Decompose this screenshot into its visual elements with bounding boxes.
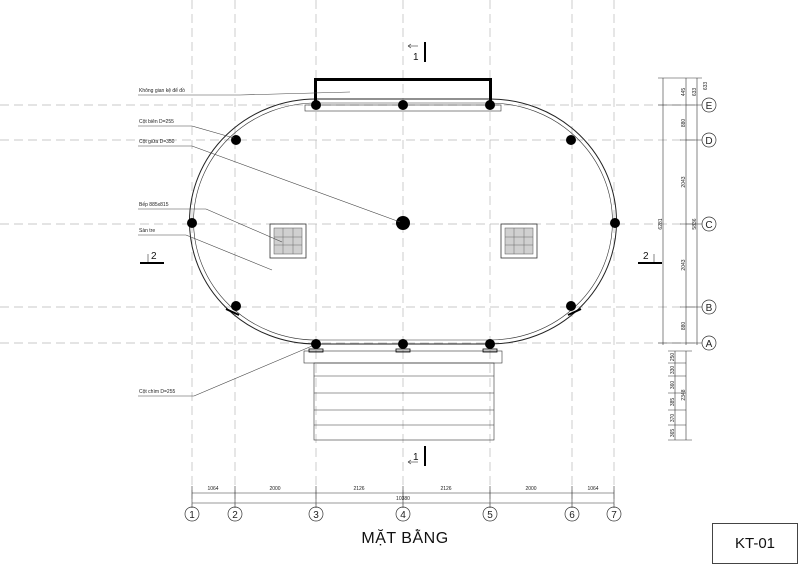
- column: [485, 100, 495, 110]
- column: [187, 218, 197, 228]
- entrance-platform: [303, 350, 503, 441]
- sheet-code: KT-01: [734, 535, 776, 552]
- svg-text:370: 370: [670, 414, 676, 423]
- svg-text:2: 2: [643, 251, 649, 262]
- svg-text:2000: 2000: [269, 486, 280, 492]
- svg-text:360: 360: [670, 381, 676, 390]
- svg-text:880: 880: [681, 322, 687, 331]
- horizontal-dimension-chain: 1064 2000 2126 2126 2000 1064 10380: [191, 486, 615, 508]
- svg-text:2043: 2043: [681, 176, 687, 187]
- svg-text:1: 1: [189, 510, 195, 521]
- svg-text:E: E: [706, 101, 713, 112]
- stove-right: [500, 223, 538, 259]
- svg-text:2126: 2126: [353, 486, 364, 492]
- svg-text:445: 445: [681, 88, 687, 97]
- drawing-title: MẶT BẰNG: [361, 530, 449, 547]
- vertical-grid-lines: [191, 0, 615, 505]
- svg-text:365: 365: [670, 429, 676, 438]
- svg-text:250: 250: [670, 353, 676, 362]
- leader-lines: [138, 91, 401, 397]
- column: [566, 135, 576, 145]
- section-marker-bottom: 1: [407, 446, 426, 466]
- section-marker-right: 2: [638, 251, 662, 264]
- column: [566, 301, 576, 311]
- svg-text:2126: 2126: [440, 486, 451, 492]
- svg-text:C: C: [705, 220, 712, 231]
- label-perimeter-column: Cột biên D=255: [139, 119, 174, 125]
- annotation-texts: Không gian kệ để đồ Cột biên D=255 Cột g…: [139, 87, 185, 395]
- svg-text:6: 6: [569, 510, 575, 521]
- svg-text:330: 330: [670, 366, 676, 375]
- svg-text:A: A: [706, 339, 713, 350]
- svg-text:D: D: [705, 136, 712, 147]
- svg-text:1064: 1064: [207, 486, 218, 492]
- svg-text:2348: 2348: [681, 389, 687, 400]
- svg-text:2000: 2000: [525, 486, 536, 492]
- label-stove: Bếp 885x815: [139, 202, 169, 208]
- svg-text:B: B: [706, 303, 713, 314]
- svg-text:7: 7: [611, 510, 617, 521]
- column-central: [396, 216, 410, 230]
- svg-text:5: 5: [487, 510, 493, 521]
- svg-text:1: 1: [413, 452, 419, 463]
- column: [485, 339, 495, 349]
- vertical-dimension-chain: 445 633 880 2043 2043 880 5836 6281 633: [658, 77, 709, 345]
- section-marker-left: 2: [140, 251, 164, 264]
- column: [231, 301, 241, 311]
- svg-text:633: 633: [703, 82, 709, 91]
- label-display-space: Không gian kệ để đồ: [139, 87, 185, 94]
- svg-text:1: 1: [413, 52, 419, 63]
- column: [311, 100, 321, 110]
- svg-text:5836: 5836: [692, 218, 698, 229]
- sheet-code-box: KT-01: [712, 523, 798, 564]
- svg-text:2: 2: [232, 510, 238, 521]
- column: [231, 135, 241, 145]
- svg-text:4: 4: [400, 510, 406, 521]
- label-sunken-column: Cột chìm D=255: [139, 389, 175, 395]
- svg-text:2: 2: [151, 251, 157, 262]
- column: [610, 218, 620, 228]
- svg-text:633: 633: [692, 88, 698, 97]
- column: [311, 339, 321, 349]
- svg-text:1064: 1064: [587, 486, 598, 492]
- svg-text:2043: 2043: [681, 259, 687, 270]
- column: [398, 339, 408, 349]
- stair-dimension-chain: 250 330 360 385 370 365 2348: [668, 350, 692, 441]
- stove-left: [269, 223, 307, 259]
- numbered-axis-markers: 1 2 3 4 5 6 7: [184, 506, 622, 522]
- svg-text:385: 385: [670, 398, 676, 407]
- label-central-column: Cột giữa D=350: [139, 139, 175, 145]
- lettered-axis-markers: E D C B A: [701, 97, 717, 351]
- column: [398, 100, 408, 110]
- section-marker-top: 1: [407, 42, 426, 63]
- columns: [187, 100, 620, 353]
- horizontal-grid-lines: [0, 104, 700, 344]
- svg-text:880: 880: [681, 119, 687, 128]
- label-bamboo-floor: Sàn tre: [139, 228, 155, 234]
- svg-text:6281: 6281: [658, 218, 664, 229]
- svg-text:3: 3: [313, 510, 319, 521]
- svg-text:10380: 10380: [396, 496, 410, 502]
